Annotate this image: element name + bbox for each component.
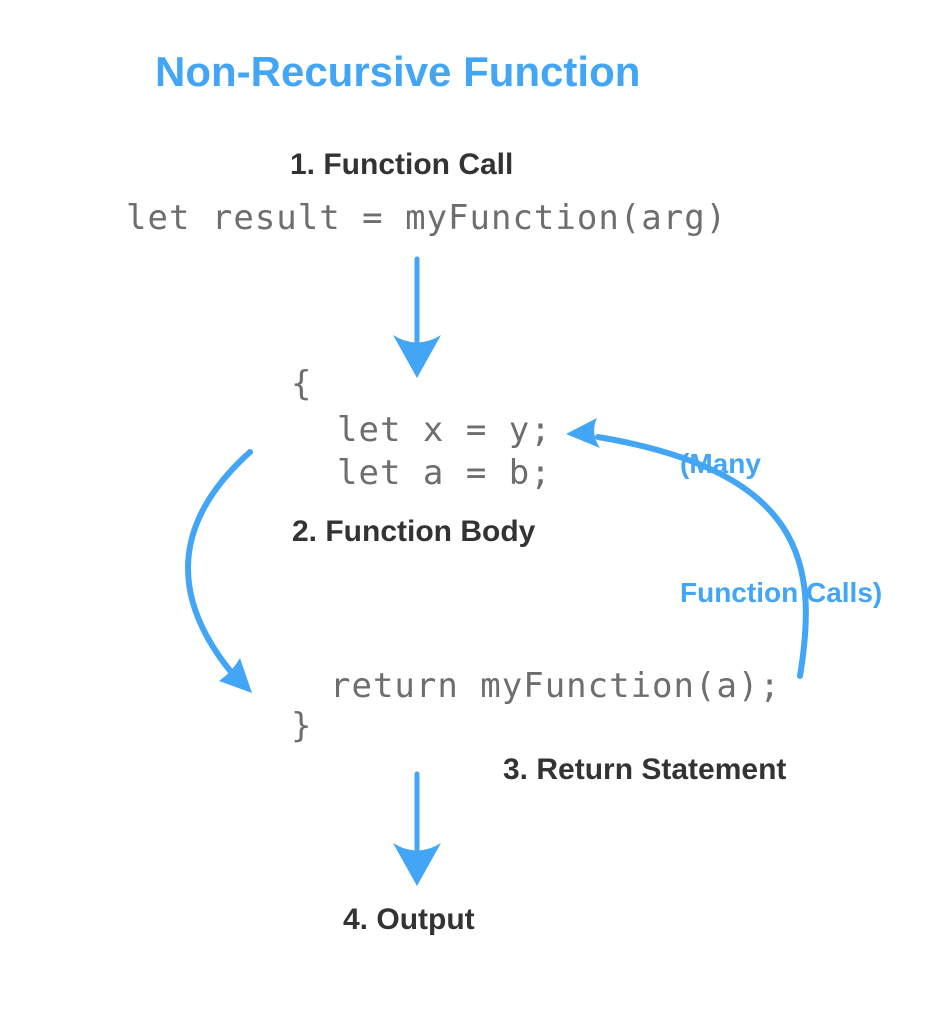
step-2-function-body-label: 2. Function Body — [292, 515, 536, 548]
curved-arrow-body-to-return-icon — [185, 449, 253, 693]
many-function-calls-line2: Function Calls) — [680, 577, 883, 608]
code-close-brace: } — [291, 706, 313, 746]
code-body-line-2: let a = b; — [337, 453, 552, 493]
code-open-brace: { — [291, 364, 313, 404]
many-function-calls-annotation: (Many Function Calls) — [680, 356, 882, 700]
down-arrow-call-to-body-icon — [393, 256, 441, 378]
diagram-title: Non-Recursive Function — [155, 48, 641, 95]
many-function-calls-line1: (Many — [680, 448, 761, 479]
step-1-function-call-label: 1. Function Call — [290, 148, 514, 181]
code-body-line-1: let x = y; — [337, 410, 552, 450]
code-return-line: return myFunction(a); — [330, 666, 781, 706]
code-function-call-line: let result = myFunction(arg) — [126, 198, 728, 238]
step-4-output-label: 4. Output — [343, 903, 475, 936]
down-arrow-return-to-output-icon — [393, 771, 441, 886]
step-3-return-statement-label: 3. Return Statement — [503, 753, 787, 786]
